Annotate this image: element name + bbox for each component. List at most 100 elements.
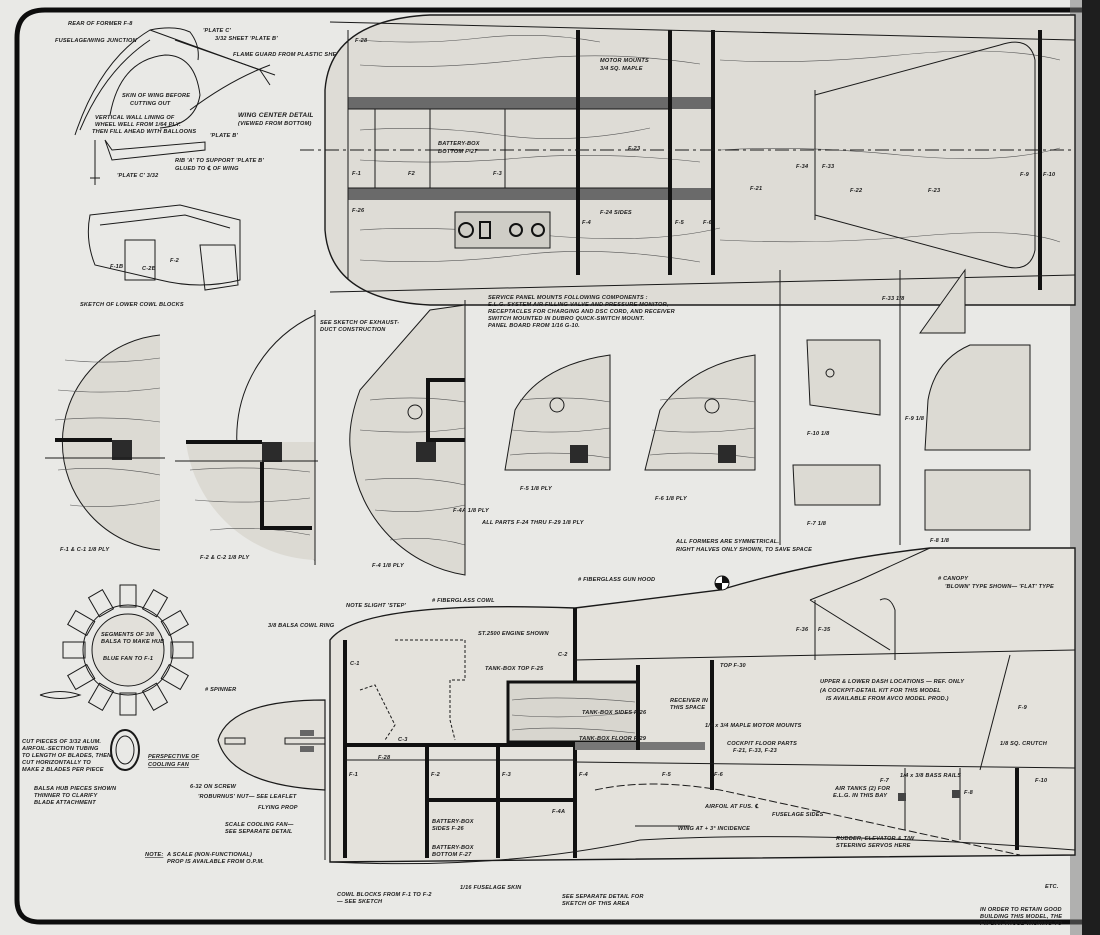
svg-text:COWL BLOCKS FROM F-1 TO F-2: COWL BLOCKS FROM F-1 TO F-2 [337,892,432,898]
svg-text:SWITCH MOUNTED IN DUBRO QUICK-: SWITCH MOUNTED IN DUBRO QUICK-SWITCH MOU… [488,316,645,322]
svg-text:F-3: F-3 [493,171,503,177]
svg-text:BATTERY-BOX: BATTERY-BOX [432,819,475,825]
svg-text:F-26: F-26 [352,208,365,214]
svg-text:C-2: C-2 [558,652,568,658]
sheet-border [14,7,1100,925]
svg-text:F-33: F-33 [822,164,835,170]
svg-text:DUCT CONSTRUCTION: DUCT CONSTRUCTION [320,327,386,333]
svg-text:C-1: C-1 [350,661,360,667]
fan-blade [160,609,189,637]
svg-text:BLUE FAN TO F-1: BLUE FAN TO F-1 [103,656,153,662]
svg-text:F-21: F-21 [750,186,762,192]
svg-text:CUT PIECES OF 3/32 ALUM.: CUT PIECES OF 3/32 ALUM. [22,739,101,745]
service-panel [454,211,551,249]
cooling-fan: SEGMENTS OF 3/8 BALSA TO MAKE HUB BLUE F… [39,584,194,771]
svg-text:F-4A 1/8 PLY: F-4A 1/8 PLY [453,508,490,514]
svg-text:F-4: F-4 [579,772,589,778]
svg-text:F-36: F-36 [796,627,809,633]
svg-text:AIR TANKS (2) FOR: AIR TANKS (2) FOR [834,786,890,792]
svg-text:'PLATE C': 'PLATE C' [203,28,231,34]
svg-text:TO LENGTH OF BLADES, THEN: TO LENGTH OF BLADES, THEN [22,753,112,759]
svg-text:SIDES F-26: SIDES F-26 [432,826,465,832]
svg-text:TANK-BOX FLOOR F-29: TANK-BOX FLOOR F-29 [579,736,647,742]
svg-text:UPPER & LOWER DASH LOCATIONS —: UPPER & LOWER DASH LOCATIONS — REF. ONLY [820,679,965,685]
svg-text:F-2: F-2 [170,258,180,264]
svg-text:THEN FILL AHEAD WITH BALLOONS: THEN FILL AHEAD WITH BALLOONS [92,129,196,135]
fan-blade [119,692,137,716]
formers-labels: F-1 & C-1 1/8 PLY F-2 & C-2 1/8 PLY SEE … [60,296,950,569]
fuselage-top-view [300,14,1076,306]
svg-text:ETC.: ETC. [1045,884,1059,890]
svg-text:ALL PARTS F-24 THRU F-29 1/8: ALL PARTS F-24 THRU F-29 1/8 PLY [481,520,585,526]
scan-shadow [1082,0,1100,935]
fan-blade [119,584,137,608]
fan-blade [87,682,115,711]
svg-text:F-1B: F-1B [110,264,123,270]
svg-text:F-10: F-10 [1043,172,1056,178]
svg-text:BATTERY-BOX: BATTERY-BOX [432,845,475,851]
svg-text:F-2 & C-2 1/8 PLY: F-2 & C-2 1/8 PLY [200,555,250,561]
svg-text:PROP IS AVAILABLE FROM O.P.M.: PROP IS AVAILABLE FROM O.P.M. [167,859,264,865]
svg-text:F-9 1/8: F-9 1/8 [905,416,925,422]
svg-text:F-3: F-3 [502,772,512,778]
svg-text:F-23: F-23 [928,188,941,194]
svg-text:SKETCH OF LOWER COWL BLOCKS: SKETCH OF LOWER COWL BLOCKS [80,302,184,308]
corner-note: IN ORDER TO RETAIN GOOD BUILDING THIS MO… [980,907,1063,927]
svg-text:FLAME GUARD FROM PLASTIC SHEET: FLAME GUARD FROM PLASTIC SHEET [233,52,344,58]
svg-text:C-3: C-3 [398,737,408,743]
svg-text:F-34: F-34 [796,164,809,170]
svg-text:ALL FORMERS ARE SYMMETRICAL.: ALL FORMERS ARE SYMMETRICAL. [675,539,779,545]
fan-blade [67,609,96,637]
prop-note: NOTE: A SCALE (NON-FUNCTIONAL) PROP IS A… [145,852,264,865]
svg-text:IS AVAILABLE FROM AVCO MODEL P: IS AVAILABLE FROM AVCO MODEL PROD.) [826,696,949,702]
svg-text:BUILDING THIS MODEL, THE: BUILDING THIS MODEL, THE [980,914,1062,920]
svg-text:CUTTING OUT: CUTTING OUT [130,101,171,107]
svg-text:'BLOWN' TYPE SHOWN— 'FLAT' TYP: 'BLOWN' TYPE SHOWN— 'FLAT' TYPE [945,584,1054,590]
svg-text:BATTERY-BOX: BATTERY-BOX [438,141,481,147]
svg-text:'ROBURNUS' NUT— SEE LEAFLET: 'ROBURNUS' NUT— SEE LEAFLET [198,794,297,800]
svg-text:AIRFOIL AT FUS. ℄: AIRFOIL AT FUS. ℄ [704,803,759,810]
svg-text:F-10: F-10 [1035,778,1048,784]
svg-text:BALSA TO MAKE HUB: BALSA TO MAKE HUB [101,639,164,645]
top-view-labels: F-28 MOTOR MOUNTS 3/4 SQ. MAPLE BATTERY-… [352,38,1056,226]
svg-text:F-6: F-6 [714,772,724,778]
svg-text:# SPINNER: # SPINNER [205,687,236,693]
svg-text:F-21, F-33, F-23: F-21, F-33, F-23 [733,748,778,754]
svg-text:F-6: F-6 [703,220,713,226]
svg-text:FUSELAGE/WING JUNCTION: FUSELAGE/WING JUNCTION [55,38,138,44]
svg-text:— SEE SKETCH: — SEE SKETCH [336,899,383,905]
svg-text:F-4 1/8 PLY: F-4 1/8 PLY [372,563,405,569]
svg-text:F-4: F-4 [582,220,592,226]
service-panel-note: SERVICE PANEL MOUNTS FOLLOWING COMPONENT… [488,295,675,329]
fan-blade [160,663,189,691]
svg-text:F-5 1/8 PLY: F-5 1/8 PLY [520,486,553,492]
svg-text:RUDDER, ELEVATOR & T/W: RUDDER, ELEVATOR & T/W [836,836,915,842]
fan-blade [87,589,115,618]
svg-text:F-10 1/8: F-10 1/8 [807,431,830,437]
svg-text:1/4 x 3/8 BASS RAILS: 1/4 x 3/8 BASS RAILS [900,773,961,779]
svg-text:'PLATE C' 3/32: 'PLATE C' 3/32 [117,173,159,179]
svg-text:SEE SEPARATE DETAIL FOR: SEE SEPARATE DETAIL FOR [562,894,644,900]
svg-text:RECEPTACLES FOR CHARGING AND D: RECEPTACLES FOR CHARGING AND DSC CORD, A… [488,309,675,315]
svg-text:F-5: F-5 [662,772,672,778]
svg-text:E.L.G. IN THIS BAY: E.L.G. IN THIS BAY [833,793,888,799]
svg-text:'PLATE B': 'PLATE B' [210,133,238,139]
fuselage-side-view [217,547,1076,865]
svg-text:SEGMENTS OF 3/8: SEGMENTS OF 3/8 [101,632,155,638]
svg-text:BALSA HUB PIECES SHOWN: BALSA HUB PIECES SHOWN [34,786,117,792]
svg-text:FW 190. THOSE WISHING TO: FW 190. THOSE WISHING TO [980,921,1063,927]
svg-text:STEERING SERVOS HERE: STEERING SERVOS HERE [836,843,911,849]
svg-text:F-7: F-7 [880,778,890,784]
svg-text:MAKE 2 BLADES PER PIECE: MAKE 2 BLADES PER PIECE [22,767,104,773]
fan-blade [170,641,194,659]
svg-text:F-6 1/8 PLY: F-6 1/8 PLY [655,496,688,502]
svg-text:REAR OF FORMER F-8: REAR OF FORMER F-8 [68,21,133,27]
svg-text:F-5: F-5 [675,220,685,226]
svg-text:F-1: F-1 [349,772,358,778]
svg-text:SKIN OF WING BEFORE: SKIN OF WING BEFORE [122,93,190,99]
svg-text:WING CENTER DETAIL: WING CENTER DETAIL [238,112,314,119]
svg-text:F2: F2 [408,171,416,177]
svg-text:1/16 FUSELAGE SKIN: 1/16 FUSELAGE SKIN [460,885,522,891]
fan-blade [141,589,169,618]
